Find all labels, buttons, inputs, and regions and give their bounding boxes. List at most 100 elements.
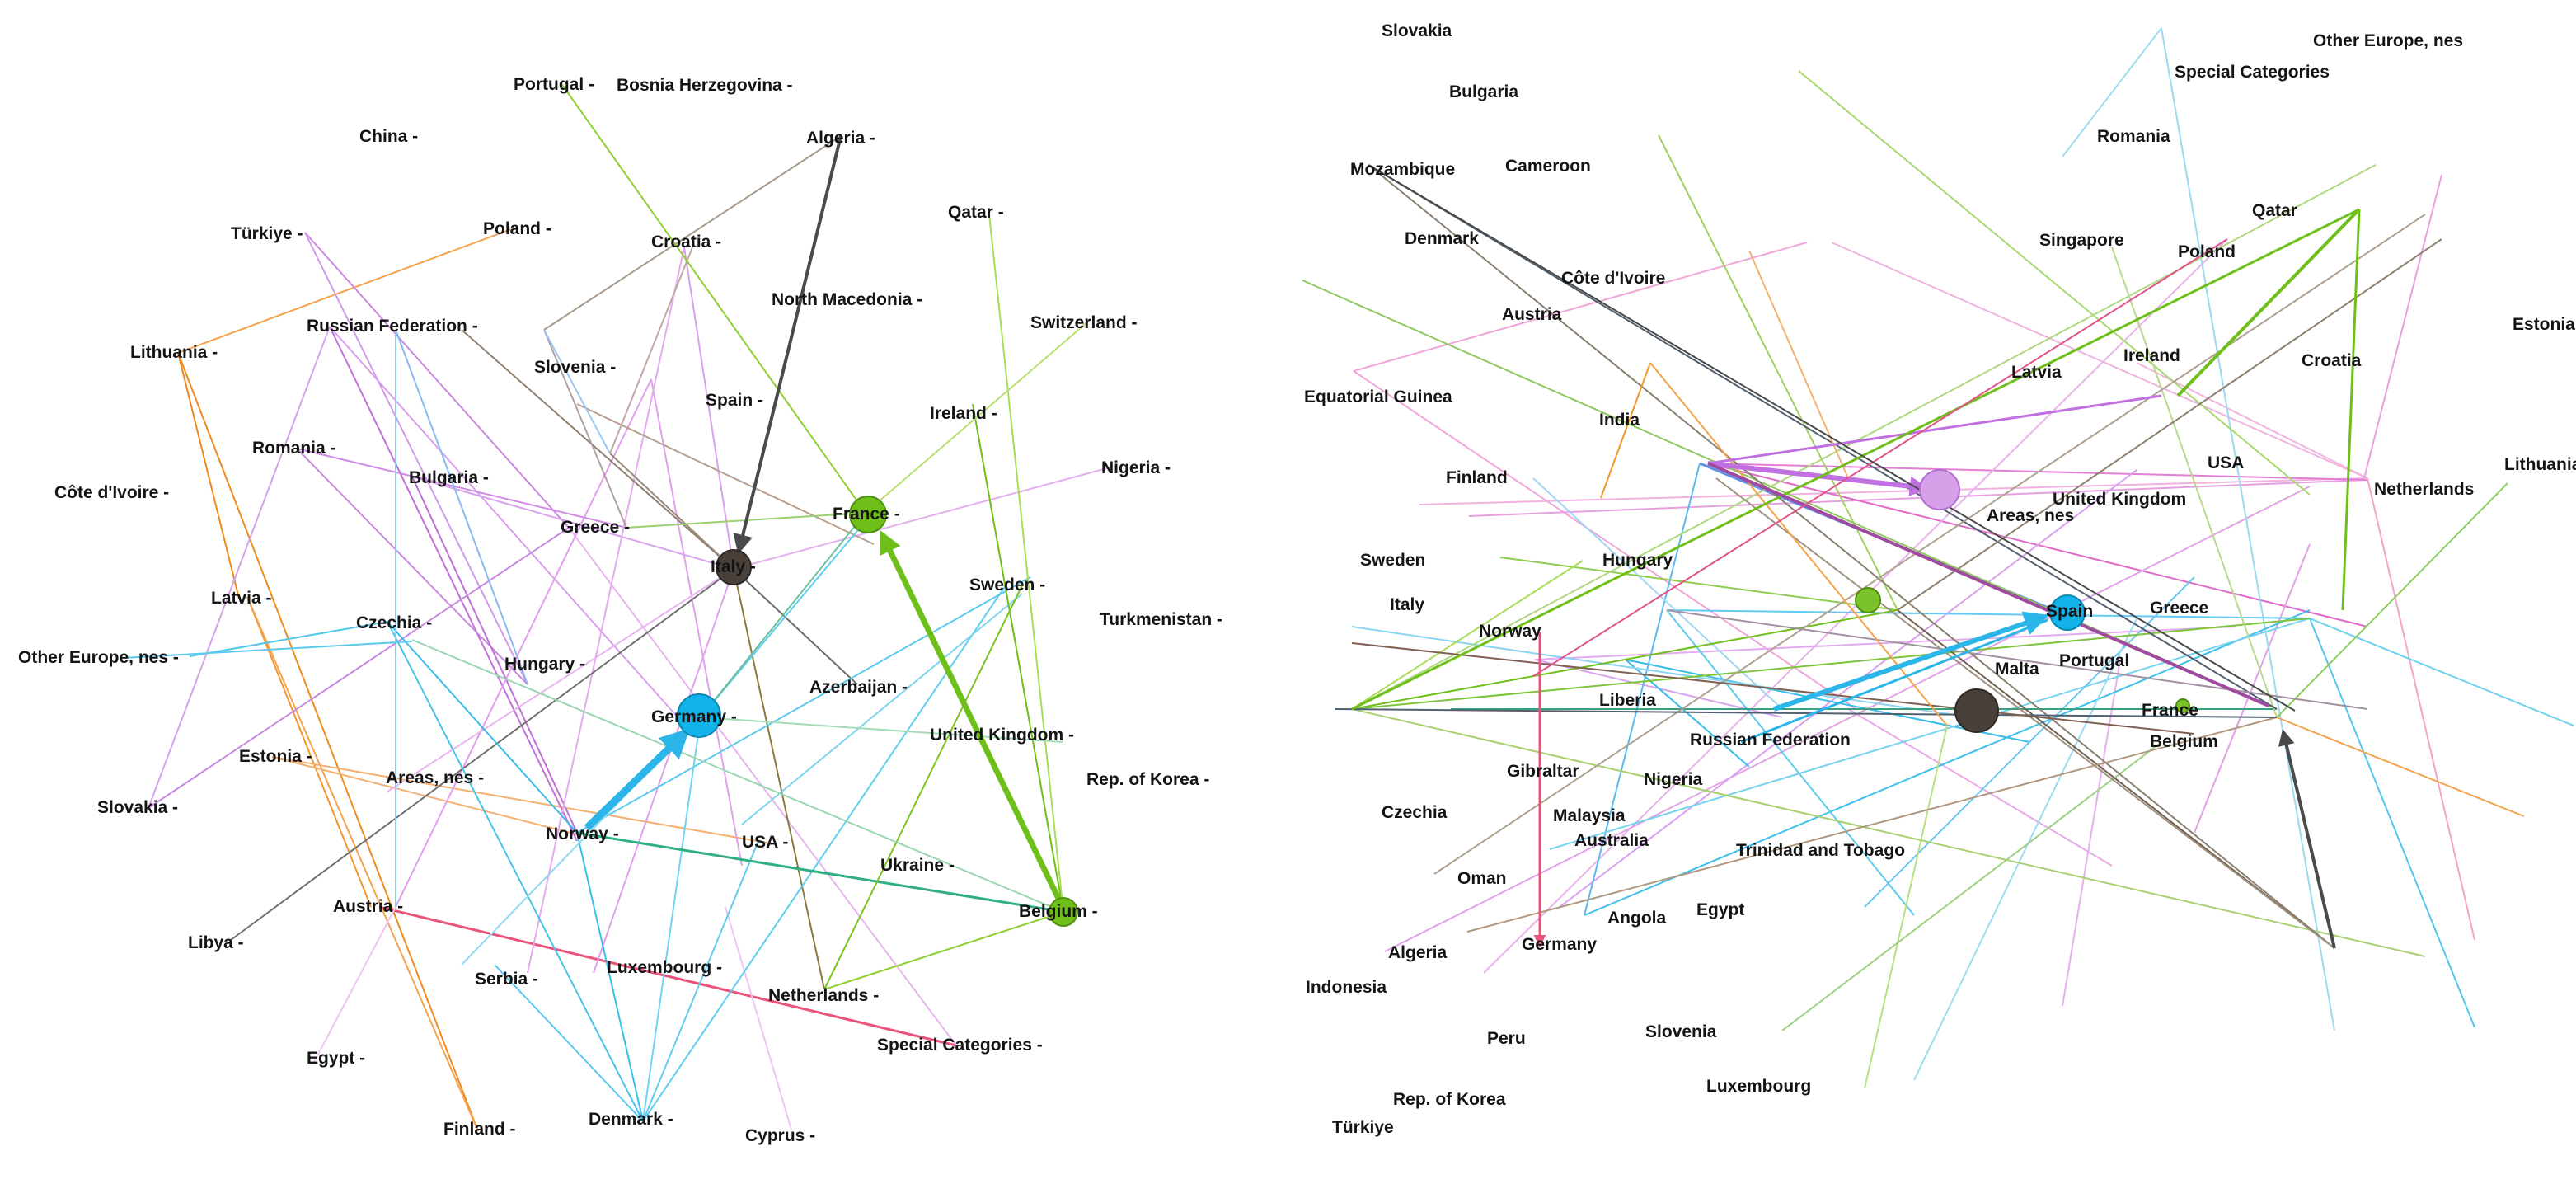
node-label: United Kingdom xyxy=(2053,490,2186,509)
node-spain[interactable] xyxy=(2049,594,2086,631)
node-label: Côte d'Ivoire xyxy=(1561,269,1665,288)
node-belgium[interactable] xyxy=(1049,897,1078,927)
node-belgium[interactable] xyxy=(2175,698,2190,713)
node-label: Australia xyxy=(1574,831,1649,850)
node-label: Cameroon xyxy=(1505,157,1591,176)
node-label: Rep. of Korea - xyxy=(1086,770,1209,789)
node-label: Spain xyxy=(2046,602,2093,621)
node-label: Angola xyxy=(1607,909,1666,928)
node-label: India xyxy=(1599,411,1640,430)
node-label: Algeria - xyxy=(806,129,875,148)
node-label: Luxembourg xyxy=(1706,1077,1811,1096)
node-label: Other Europe, nes - xyxy=(18,648,179,667)
node-label: Nigeria xyxy=(1644,770,1703,789)
node-label: Equatorial Guinea xyxy=(1304,388,1452,406)
node-label: Slovakia - xyxy=(97,798,178,817)
node-italy[interactable] xyxy=(716,549,752,585)
node-label: Greece - xyxy=(561,518,630,537)
node-label: Romania xyxy=(2097,127,2170,146)
node-label: Libya - xyxy=(188,933,244,952)
node-label: Austria - xyxy=(333,897,403,916)
node-label: Indonesia xyxy=(1306,978,1387,997)
node-label: Malaysia xyxy=(1553,806,1626,825)
node-label: Portugal xyxy=(2059,651,2129,670)
node-label: Portugal - xyxy=(514,75,594,94)
node-label: Türkiye xyxy=(1332,1118,1394,1137)
left-network-panel: Portugal - Bosnia Herzegovina - China - … xyxy=(18,75,1222,1145)
node-label: Czechia - xyxy=(356,613,432,632)
right-node-labels: Slovakia Other Europe, nes Special Categ… xyxy=(1304,21,2576,1137)
node-label: Oman xyxy=(1457,869,1507,888)
node-label: Germany xyxy=(1522,935,1597,954)
node-label: Bulgaria xyxy=(1449,82,1518,101)
node-label: Slovenia - xyxy=(534,358,616,377)
node-label: Latvia - xyxy=(211,589,272,608)
node-label: Norway xyxy=(1479,622,1541,641)
node-label: Slovakia xyxy=(1382,21,1452,40)
node-label: Norway - xyxy=(546,825,619,843)
left-node-labels: Portugal - Bosnia Herzegovina - China - … xyxy=(18,75,1222,1145)
node-label: France xyxy=(2142,701,2198,720)
node-label: Ireland xyxy=(2123,346,2180,365)
node-label: USA xyxy=(2208,453,2244,472)
node-label: Sweden xyxy=(1360,551,1425,570)
node-france[interactable] xyxy=(1954,688,1999,733)
node-label: Luxembourg - xyxy=(607,958,722,977)
node-label: Qatar - xyxy=(948,203,1004,222)
left-node-circles xyxy=(677,496,1078,927)
node-label: Lithuania xyxy=(2504,455,2576,474)
node-label: Hungary - xyxy=(504,655,585,674)
node-label: Rep. of Korea xyxy=(1393,1090,1506,1109)
node-label: Bosnia Herzegovina - xyxy=(617,76,793,95)
node-label: Sweden - xyxy=(969,576,1045,594)
node-label: Other Europe, nes xyxy=(2313,31,2463,50)
node-label: Bulgaria - xyxy=(409,468,489,487)
node-label: Switzerland - xyxy=(1030,313,1138,332)
node-label: Spain - xyxy=(706,391,763,410)
node-label: United Kingdom - xyxy=(930,726,1074,745)
right-node-circles xyxy=(1855,469,2190,733)
node-label: Egypt - xyxy=(307,1049,365,1068)
node-label: Areas, nes xyxy=(1987,506,2074,525)
node-netherlands[interactable] xyxy=(1919,469,1960,510)
node-label: Russian Federation xyxy=(1690,731,1851,749)
node-label: Slovenia xyxy=(1645,1022,1717,1041)
node-label: Peru xyxy=(1487,1029,1526,1048)
node-label: Türkiye - xyxy=(231,224,303,243)
node-label: Italy xyxy=(1390,595,1424,614)
right-network-panel: Slovakia Other Europe, nes Special Categ… xyxy=(1288,0,2576,1184)
node-label: Côte d'Ivoire - xyxy=(54,483,169,502)
node-label: Finland - xyxy=(443,1120,516,1139)
node-label: USA - xyxy=(742,833,788,852)
node-label: Qatar xyxy=(2252,201,2297,220)
node-label: Liberia xyxy=(1599,691,1656,710)
node-label: France - xyxy=(833,505,900,524)
node-label: Latvia xyxy=(2011,363,2062,382)
right-edges xyxy=(1302,27,2574,1089)
node-label: Greece xyxy=(2150,599,2208,618)
node-label: Italy - xyxy=(711,557,756,576)
node-label: Turkmenistan - xyxy=(1100,610,1222,629)
node-label: Azerbaijan - xyxy=(809,678,908,697)
node-label: Russian Federation - xyxy=(307,317,478,336)
node-label: Special Categories - xyxy=(877,1036,1043,1055)
node-label: Denmark - xyxy=(589,1110,673,1129)
node-label: Belgium xyxy=(2150,732,2218,751)
node-germany[interactable] xyxy=(677,693,721,738)
node-label: Austria xyxy=(1502,305,1562,324)
right-network-graph: Slovakia Other Europe, nes Special Categ… xyxy=(1302,21,2576,1137)
node-label: Special Categories xyxy=(2175,63,2330,82)
node-label: North Macedonia - xyxy=(772,290,922,309)
node-label: Croatia - xyxy=(651,233,721,251)
node-label: Singapore xyxy=(2039,231,2124,250)
node-france[interactable] xyxy=(849,496,887,533)
node-label: Estonia xyxy=(2513,315,2575,334)
node-label: Cyprus - xyxy=(745,1126,815,1145)
node-label: Romania - xyxy=(252,439,336,458)
node-label: Gibraltar xyxy=(1507,762,1579,781)
node-italy[interactable] xyxy=(1855,587,1881,613)
node-label: Ireland - xyxy=(930,404,997,423)
node-label: Netherlands - xyxy=(768,986,879,1005)
node-label: Belgium - xyxy=(1019,902,1098,921)
node-label: Netherlands xyxy=(2374,480,2474,499)
